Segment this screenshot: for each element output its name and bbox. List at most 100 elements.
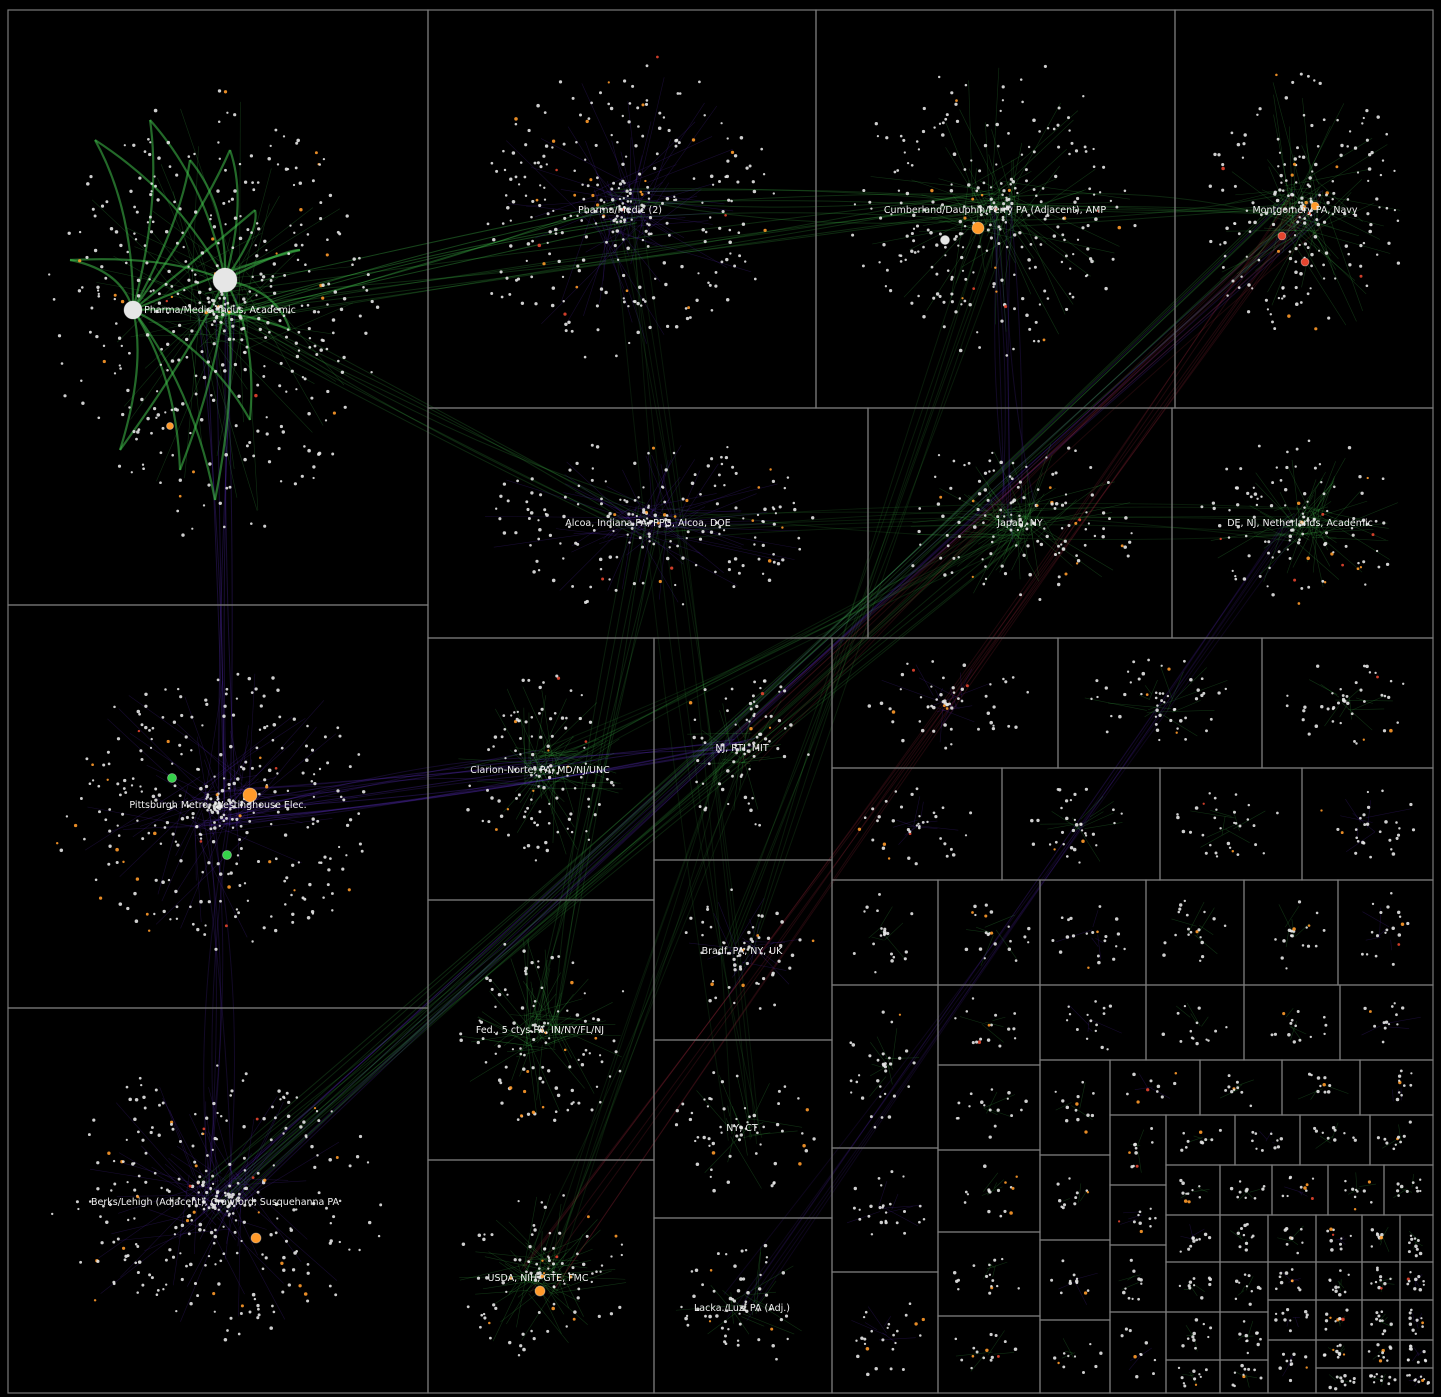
g15-node [614, 1234, 618, 1238]
inter-group-edge [741, 225, 1323, 769]
g12-edge [536, 993, 574, 1044]
g20-node [894, 790, 898, 793]
g7-edge [1288, 478, 1323, 526]
g1-node [326, 389, 330, 394]
g8-node [225, 816, 228, 820]
g25-node [984, 931, 988, 935]
g1-node [298, 181, 303, 185]
g9-node [522, 815, 526, 819]
g71-edge [1291, 1278, 1300, 1281]
g18-node [1217, 691, 1221, 695]
g12-node [495, 1032, 498, 1036]
g51-node [1181, 1181, 1185, 1185]
g1-node [78, 259, 82, 263]
g11-node [766, 936, 771, 940]
g4-node [1359, 274, 1363, 278]
g2-node [545, 163, 548, 166]
g2-node [615, 354, 618, 358]
g21-node [1030, 818, 1034, 823]
g4-node [1365, 108, 1369, 113]
g11-node [709, 925, 713, 929]
g6-node [1018, 517, 1022, 522]
g3-node [922, 314, 926, 319]
g2-node [580, 219, 584, 222]
g65-node [1061, 1259, 1065, 1263]
hub-edge [189, 159, 227, 281]
g16-node [733, 1264, 737, 1268]
g3-node [1098, 191, 1102, 194]
g4-node [1242, 142, 1246, 146]
hub-edge [94, 139, 226, 281]
g50-node [1137, 1213, 1140, 1217]
g38-node [1155, 1090, 1159, 1093]
g15-node [560, 1262, 564, 1265]
g30-node [868, 1054, 872, 1058]
g26-node [1097, 960, 1101, 965]
g14-node [198, 1228, 202, 1232]
g4-node [1359, 264, 1363, 268]
g36-edge [983, 1107, 998, 1116]
g3-node [902, 138, 906, 142]
g1-node [287, 311, 291, 314]
g3-edge [969, 220, 1115, 254]
g8-node [258, 764, 262, 768]
g1-node [243, 367, 247, 372]
g1-edge [186, 312, 332, 335]
g14-node [243, 1169, 247, 1172]
g4-node [1309, 200, 1314, 204]
g9-node [561, 787, 565, 791]
g1-node [358, 314, 362, 318]
g6-node [1102, 527, 1105, 531]
g3-node [1039, 243, 1043, 246]
g5-node [648, 540, 651, 543]
g15-edge [517, 1264, 526, 1285]
g1-node [130, 471, 133, 474]
g18-node [1200, 677, 1204, 681]
g2-node [486, 222, 490, 226]
g15-node [461, 1242, 466, 1246]
g14-node [93, 1299, 97, 1302]
g22-node [1176, 813, 1179, 816]
g14-node [77, 1207, 80, 1211]
g43-node [1184, 1146, 1188, 1149]
g11-node [706, 905, 709, 909]
g1-node [129, 189, 133, 193]
g4-edge [1284, 169, 1370, 187]
g5-edge [603, 524, 618, 540]
g20-node [871, 807, 875, 811]
g44-node [1276, 1139, 1279, 1142]
g55-edge [1393, 1188, 1408, 1199]
g56-node [1192, 1239, 1196, 1243]
g7-node [1260, 495, 1263, 498]
g23-node [1366, 805, 1371, 810]
g3-node [1068, 292, 1072, 295]
g44-node [1255, 1147, 1258, 1150]
g5-node [537, 537, 541, 541]
g27-node [1174, 933, 1177, 937]
g4-node [1277, 296, 1281, 300]
g10-node [807, 753, 810, 756]
g18-edge [1108, 702, 1172, 709]
g15-edge [527, 1248, 593, 1276]
g1-node [193, 152, 196, 156]
g2-node [569, 214, 573, 218]
g8-node [247, 802, 251, 806]
g2-node [542, 262, 546, 266]
g2-node [710, 308, 714, 312]
g6-node [1048, 486, 1052, 489]
g2-edge [602, 212, 722, 221]
g14-node [358, 1134, 363, 1139]
g5-node [538, 528, 542, 532]
g37-node [1054, 1090, 1057, 1093]
g6-edge [912, 509, 1031, 524]
g1-node [204, 311, 208, 315]
g2-node [609, 207, 612, 211]
g33-node [1161, 1032, 1166, 1036]
g7-node [1293, 578, 1297, 582]
g3-node [971, 197, 975, 201]
g29-node [1360, 952, 1364, 956]
g10-node [739, 775, 743, 778]
g22-edge [1225, 828, 1250, 843]
g2-node [492, 237, 496, 242]
g1-node [270, 304, 274, 308]
